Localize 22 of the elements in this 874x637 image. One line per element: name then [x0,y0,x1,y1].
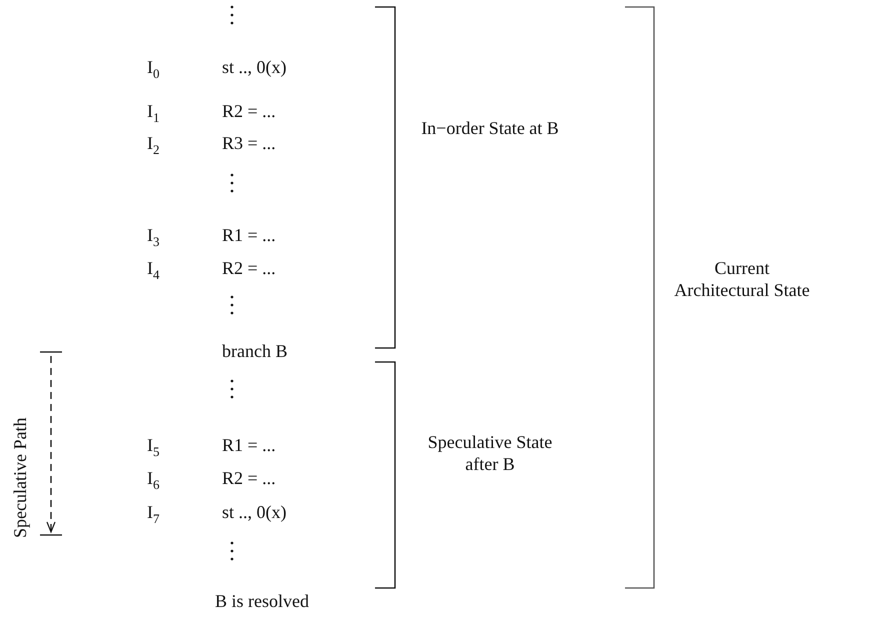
instruction-text: I$_{5}$ [147,434,160,456]
state-label: Current Architectural State [673,257,811,301]
instruction-text: I$_{3}$ [147,224,160,246]
instruction-text: R2 = ... [222,467,276,489]
state-label: In−order State at B [420,117,560,139]
instruction-text: R1 = ... [222,434,276,456]
instruction-text: R2 = ... [222,100,276,122]
instruction-text: R2 = ... [222,257,276,279]
instruction-text: I$_{4}$ [147,257,160,279]
instruction-text: branch B [222,340,288,362]
instruction-text: I$_{1}$ [147,100,160,122]
instruction-text: st .., 0(x) [222,501,286,523]
instruction-text: I$_{7}$ [147,501,160,523]
instruction-text: I$_{0}$ [147,56,160,78]
instruction-text: st .., 0(x) [222,56,286,78]
instruction-text: I$_{2}$ [147,132,160,154]
instruction-text: B is resolved [215,590,309,612]
instruction-text: R1 = ... [222,224,276,246]
instruction-text: R3 = ... [222,132,276,154]
state-label: Speculative State after B [426,431,554,475]
axis-label: Speculative Path [9,418,31,538]
instruction-text: I$_{6}$ [147,467,160,489]
